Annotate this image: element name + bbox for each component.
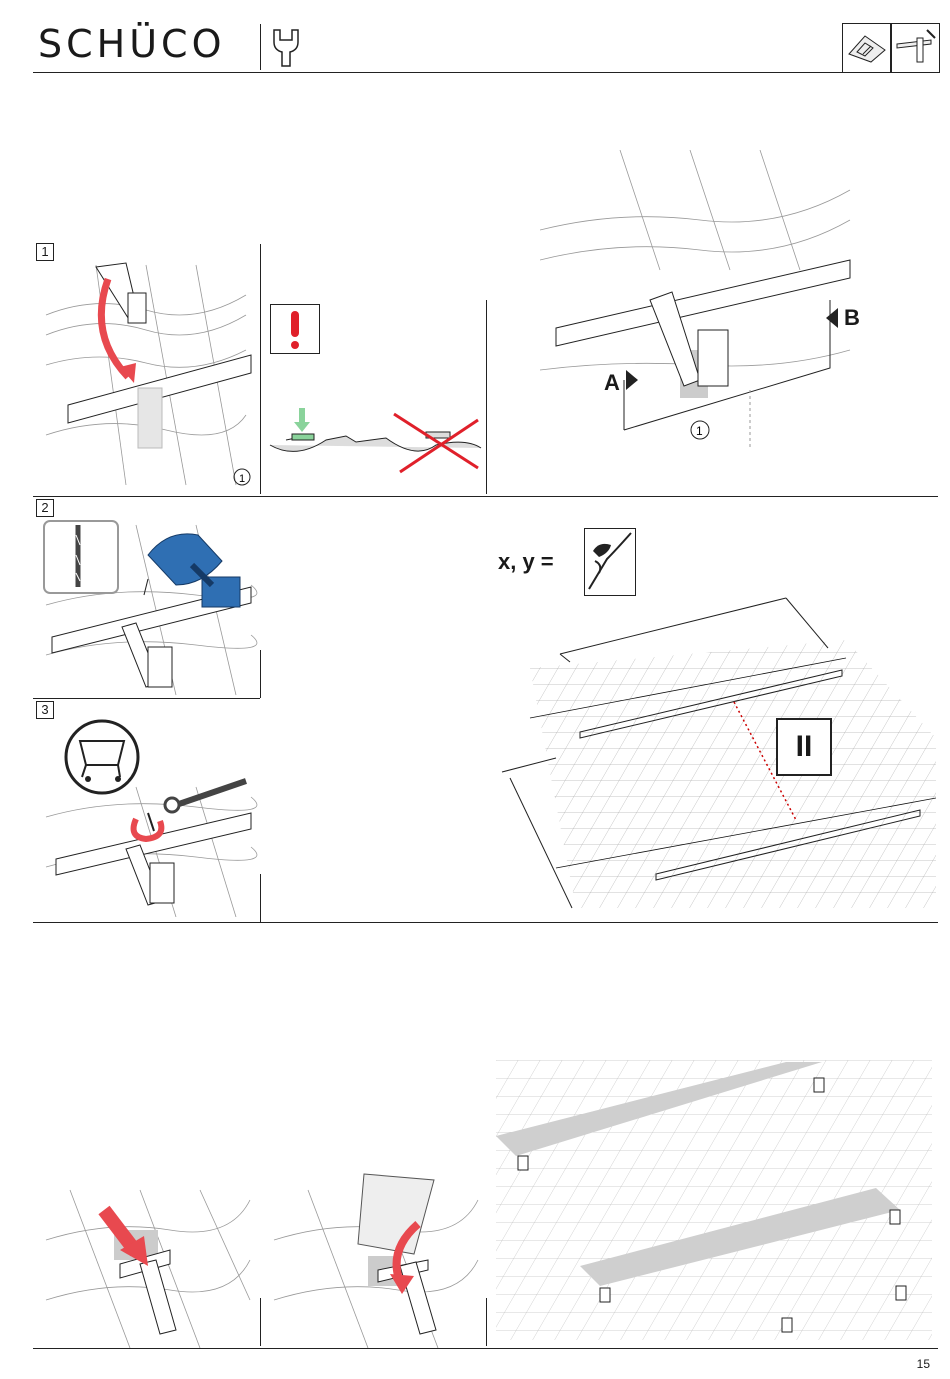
bracket-tool-icon [890,23,940,73]
xy-label: x, y = [498,549,554,575]
cover-tile-illustration [40,1180,258,1348]
divider-2 [486,300,487,494]
ab-illustration: 1 [540,150,860,490]
page-number: 15 [917,1357,930,1371]
roof-panels-illustration [496,1060,932,1340]
manual-icon-box [584,528,636,596]
arrow-b [824,306,840,328]
divider-6 [486,1298,487,1346]
tile-replace-illustration [268,1170,484,1348]
module-badge: II [776,718,832,776]
manual-icon [585,529,635,595]
rule-3 [33,922,938,923]
divider-5 [260,1298,261,1346]
tile-warning-illustration [266,400,486,480]
header-divider [260,24,261,70]
step-3-illustration [36,717,258,917]
rule-4 [33,1348,938,1349]
brand-logo: SCHÜCO [38,22,226,66]
divider-3 [260,650,261,698]
warning-box [270,304,320,354]
warning-icon [271,305,319,353]
rule-2 [33,698,260,699]
rule-1 [33,496,938,497]
arrow-a [624,368,640,390]
svg-text:1: 1 [239,473,245,485]
step-1-illustration: 1 [36,255,258,495]
label-b: B [844,305,860,331]
svg-text:1: 1 [696,424,703,438]
divider-1 [260,244,261,494]
label-a: A [604,370,620,396]
wrench-icon [268,26,304,70]
header-rule [33,72,938,73]
step-2-illustration [36,515,258,699]
module-layout-illustration [496,588,936,918]
roof-icon [842,23,892,73]
divider-4 [260,874,261,922]
